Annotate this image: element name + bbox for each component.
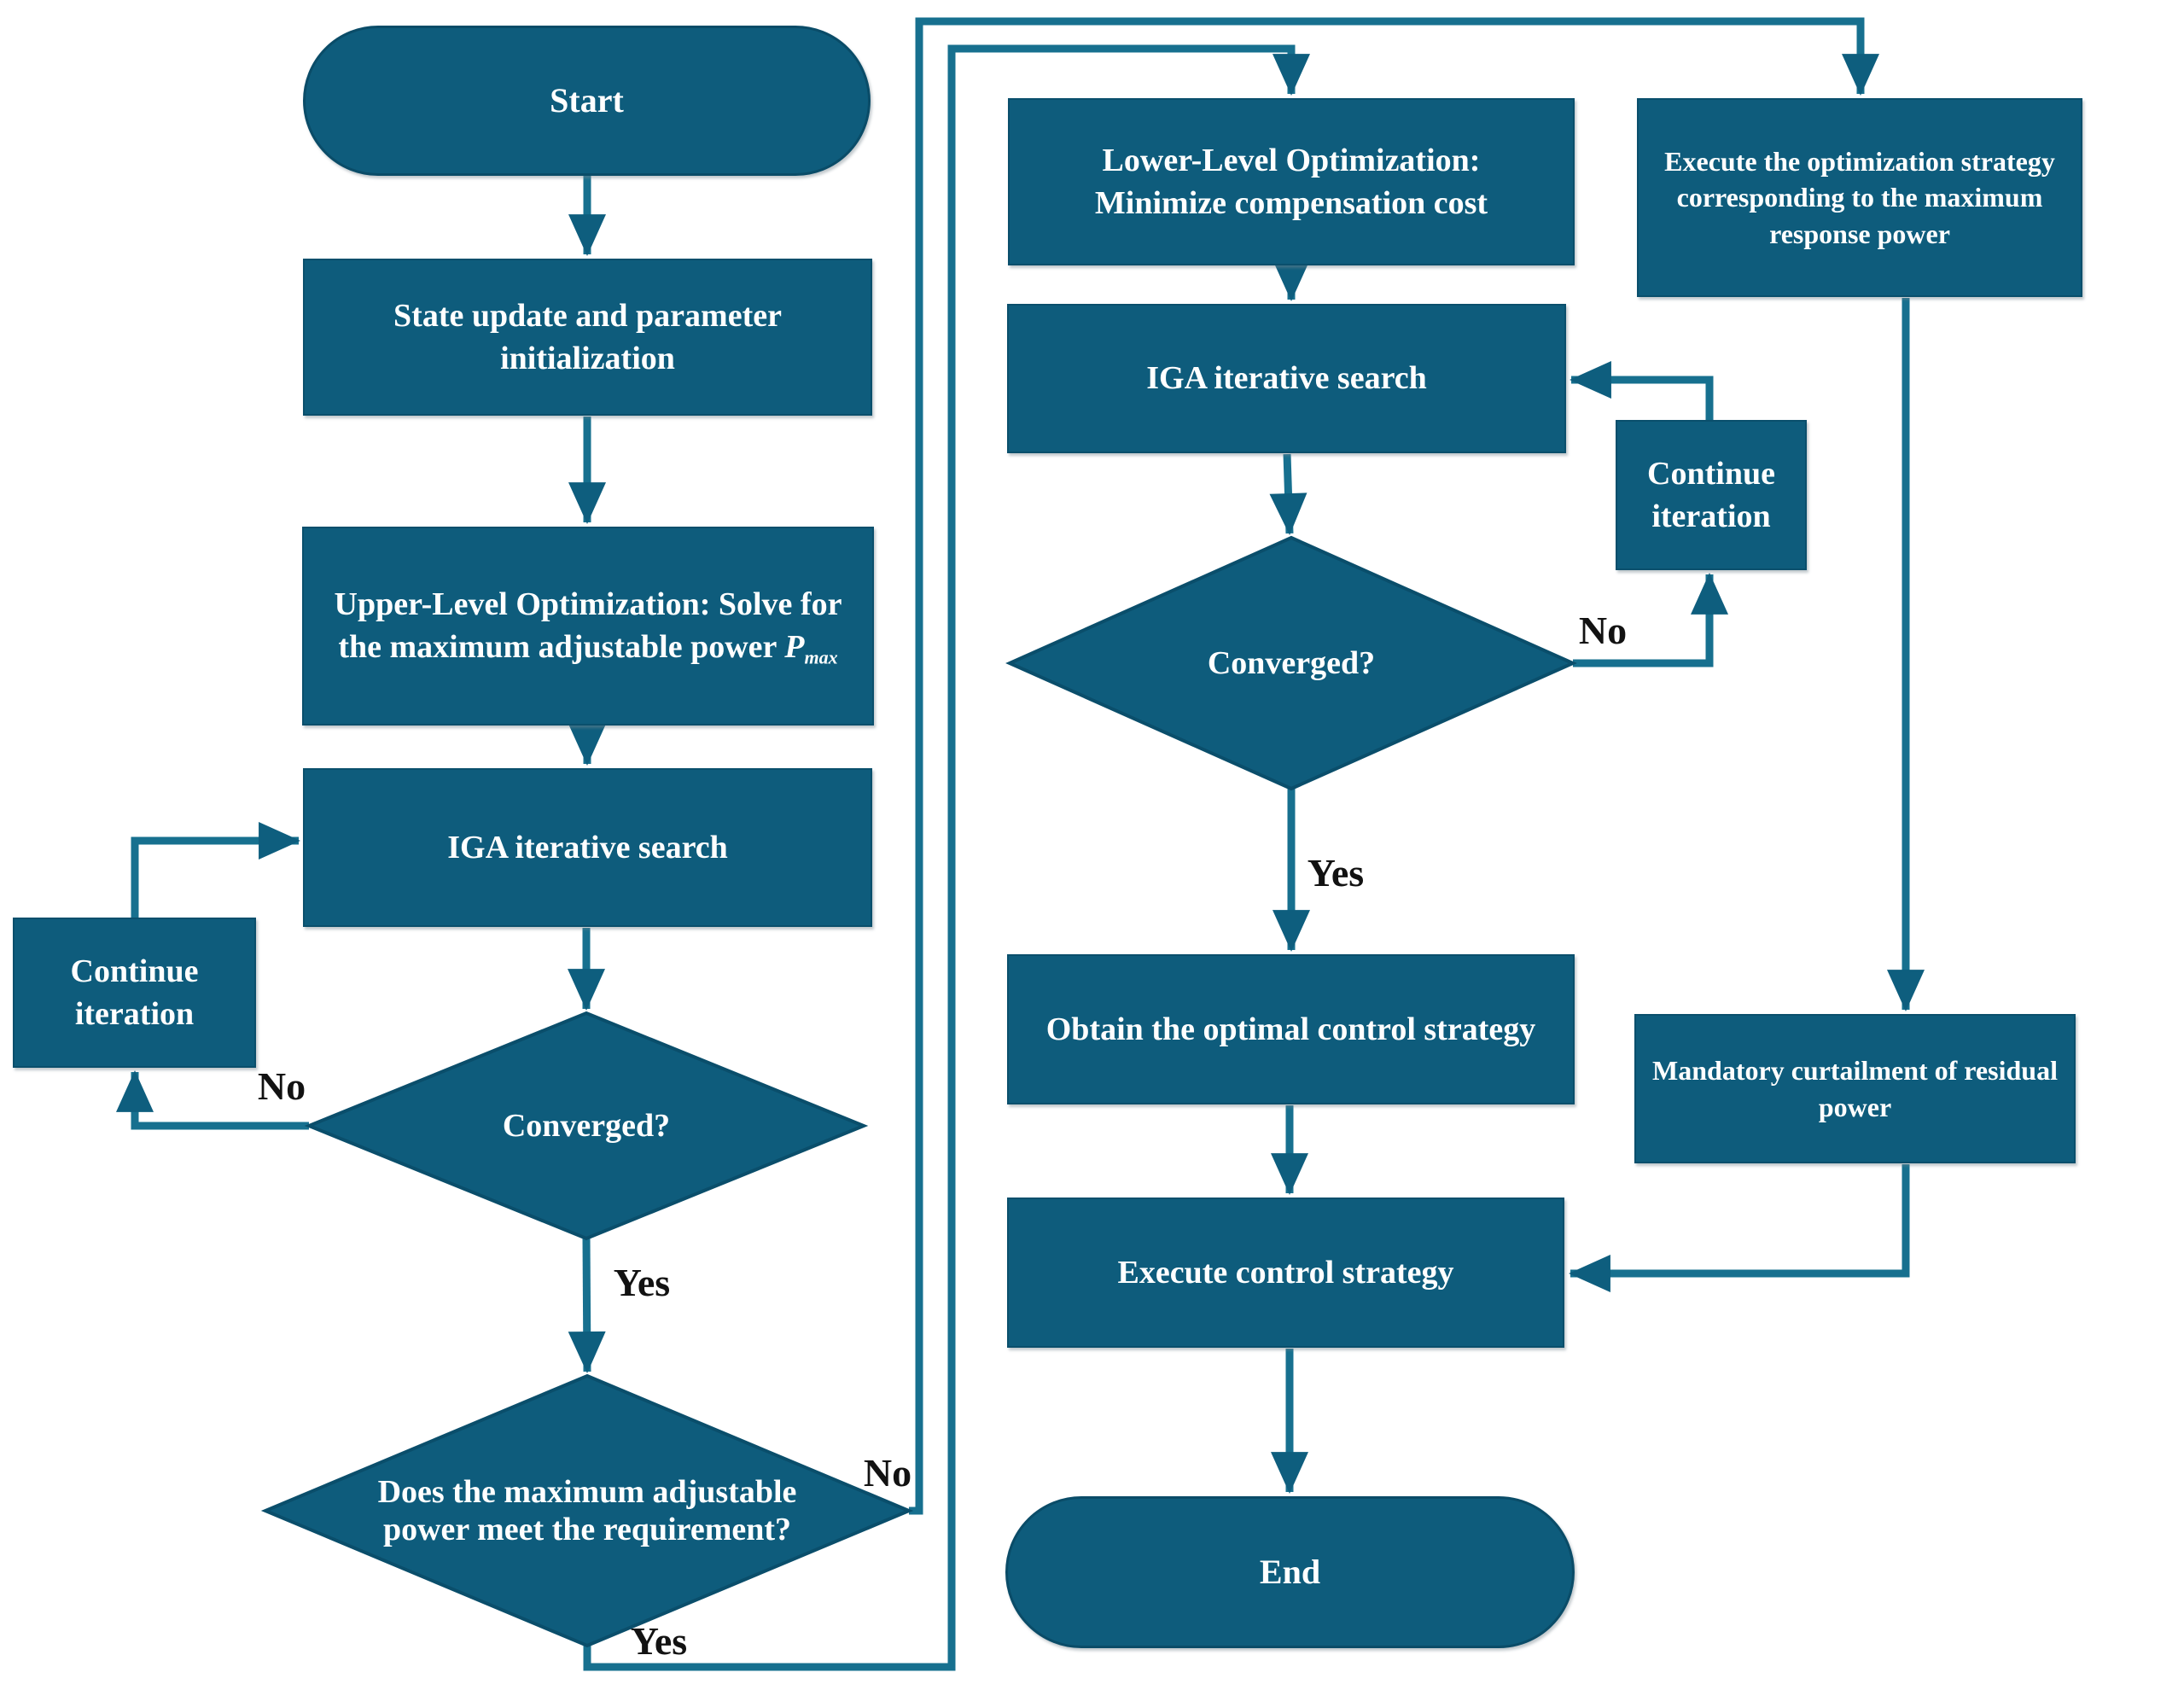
node-mandatory-curtailment-line1: Mandatory curtailment of residual bbox=[1652, 1055, 2058, 1087]
node-obtain-strategy-label: Obtain the optimal control strategy bbox=[1045, 1011, 1536, 1047]
edge-requirement-no-to-execute-max-response bbox=[909, 17, 1879, 1515]
node-continue-left-line2: iteration bbox=[74, 996, 195, 1032]
edge-converged-left-no-to-continue-left bbox=[116, 1070, 309, 1130]
node-execute-max-response-line2: corresponding to the maximum bbox=[1676, 182, 2043, 213]
node-upper-level-line2-text: the maximum adjustable power bbox=[338, 628, 785, 665]
node-start-label: Start bbox=[550, 80, 624, 119]
node-state-update: State update and parameter initializatio… bbox=[303, 259, 872, 416]
node-execute-max-response: Execute the optimization strategy corres… bbox=[1637, 98, 2082, 297]
node-mandatory-curtailment: Mandatory curtailment of residual power bbox=[1634, 1014, 2076, 1163]
branch-label-converged-left-yes: Yes bbox=[613, 1260, 671, 1304]
branch-label-requirement-yes: Yes bbox=[630, 1618, 688, 1663]
node-end-label: End bbox=[1259, 1552, 1321, 1591]
branch-label-converged-left-no: No bbox=[257, 1064, 306, 1108]
node-upper-level-line1: Upper-Level Optimization: Solve for bbox=[334, 586, 842, 622]
edge-iga-mid-to-converged-mid bbox=[1269, 453, 1307, 535]
node-upper-level-line2: the maximum adjustable power Pmax bbox=[338, 626, 837, 670]
node-start: Start bbox=[303, 26, 871, 176]
pmax-symbol: P bbox=[784, 628, 805, 665]
edge-continue-left-to-iga-left bbox=[131, 822, 300, 918]
node-end: End bbox=[1005, 1496, 1575, 1648]
node-continue-right: Continue iteration bbox=[1616, 420, 1807, 570]
node-iga-left: IGA iterative search bbox=[303, 768, 872, 927]
edge-converged-left-yes-to-requirement-check bbox=[568, 1238, 606, 1373]
node-continue-right-line1: Continue bbox=[1647, 455, 1775, 492]
decision-requirement-check-line1: Does the maximum adjustable bbox=[377, 1474, 797, 1510]
edge-converged-mid-no-to-continue-right bbox=[1573, 573, 1728, 667]
node-upper-level: Upper-Level Optimization: Solve for the … bbox=[302, 527, 874, 726]
node-iga-mid-label: IGA iterative search bbox=[1146, 360, 1427, 397]
decision-converged-left-label: Converged? bbox=[502, 1108, 671, 1144]
node-obtain-strategy: Obtain the optimal control strategy bbox=[1007, 954, 1575, 1104]
node-iga-mid: IGA iterative search bbox=[1007, 304, 1566, 453]
node-execute-max-response-line1: Execute the optimization strategy bbox=[1664, 146, 2055, 178]
decision-requirement-check-label: Does the maximum adjustable power meet t… bbox=[331, 1466, 843, 1555]
edge-requirement-yes-to-lower-level bbox=[583, 44, 1310, 1671]
pmax-subscript: max bbox=[804, 646, 838, 668]
node-lower-level: Lower-Level Optimization: Minimize compe… bbox=[1008, 98, 1575, 265]
edge-continue-right-to-iga-mid bbox=[1570, 361, 1714, 420]
node-iga-left-label: IGA iterative search bbox=[447, 829, 728, 865]
node-execute-max-response-line3: response power bbox=[1769, 218, 1950, 249]
node-continue-left: Continue iteration bbox=[13, 918, 256, 1068]
branch-label-converged-mid-no: No bbox=[1578, 608, 1628, 652]
node-lower-level-line2: Minimize compensation cost bbox=[1094, 185, 1488, 221]
node-lower-level-line1: Lower-Level Optimization: bbox=[1102, 142, 1481, 178]
node-execute-control-label: Execute control strategy bbox=[1117, 1254, 1454, 1291]
decision-converged-mid-label: Converged? bbox=[1207, 645, 1376, 681]
branch-label-requirement-no: No bbox=[863, 1450, 912, 1495]
node-continue-right-line2: iteration bbox=[1651, 498, 1771, 534]
branch-label-converged-mid-yes: Yes bbox=[1307, 850, 1365, 895]
decision-requirement-check-line2: power meet the requirement? bbox=[382, 1512, 792, 1547]
node-continue-left-line1: Continue bbox=[70, 953, 199, 989]
node-state-update-line1: State update and parameter bbox=[393, 297, 782, 334]
decision-converged-mid bbox=[1005, 535, 1577, 791]
node-state-update-line2: initialization bbox=[500, 341, 675, 376]
node-execute-control: Execute control strategy bbox=[1007, 1198, 1564, 1348]
decision-converged-left bbox=[304, 1011, 869, 1241]
decision-requirement-check bbox=[260, 1373, 914, 1648]
node-mandatory-curtailment-line2: power bbox=[1818, 1091, 1892, 1122]
edge-mandatory-curtailment-to-execute-control bbox=[1569, 1164, 1910, 1292]
